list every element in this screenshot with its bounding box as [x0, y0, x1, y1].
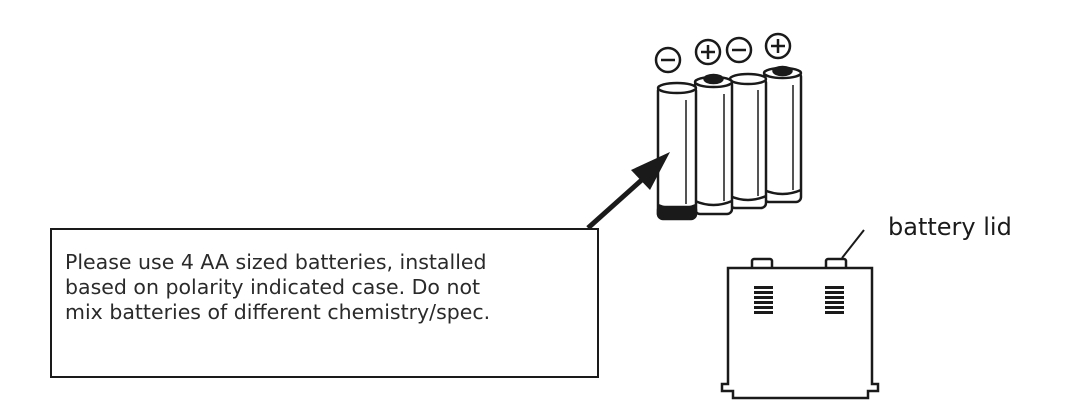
battery-2	[693, 73, 734, 216]
instruction-line-3: mix batteries of different chemistry/spe…	[65, 300, 491, 324]
pointer-arrow	[586, 152, 670, 230]
battery-1	[656, 81, 698, 221]
instruction-line-2: based on polarity indicated case. Do not	[65, 275, 481, 299]
minus-circle-icon	[654, 46, 682, 74]
lid-grip-right	[825, 286, 844, 314]
plus-circle-icon	[764, 32, 792, 60]
battery-lid-label: battery lid	[888, 213, 1012, 241]
lid-leader-line	[841, 229, 865, 259]
instruction-line-1: Please use 4 AA sized batteries, install…	[65, 250, 487, 274]
instruction-note-box: Please use 4 AA sized batteries, install…	[50, 228, 599, 378]
polarity-symbols	[654, 32, 792, 74]
battery-lid	[720, 257, 880, 400]
battery-group	[656, 65, 803, 221]
battery-4	[762, 65, 803, 204]
instruction-text: Please use 4 AA sized batteries, install…	[65, 250, 583, 325]
plus-circle-icon	[694, 38, 722, 66]
lid-grip-left	[754, 286, 773, 314]
minus-circle-icon	[725, 36, 753, 64]
battery-3	[728, 72, 768, 210]
